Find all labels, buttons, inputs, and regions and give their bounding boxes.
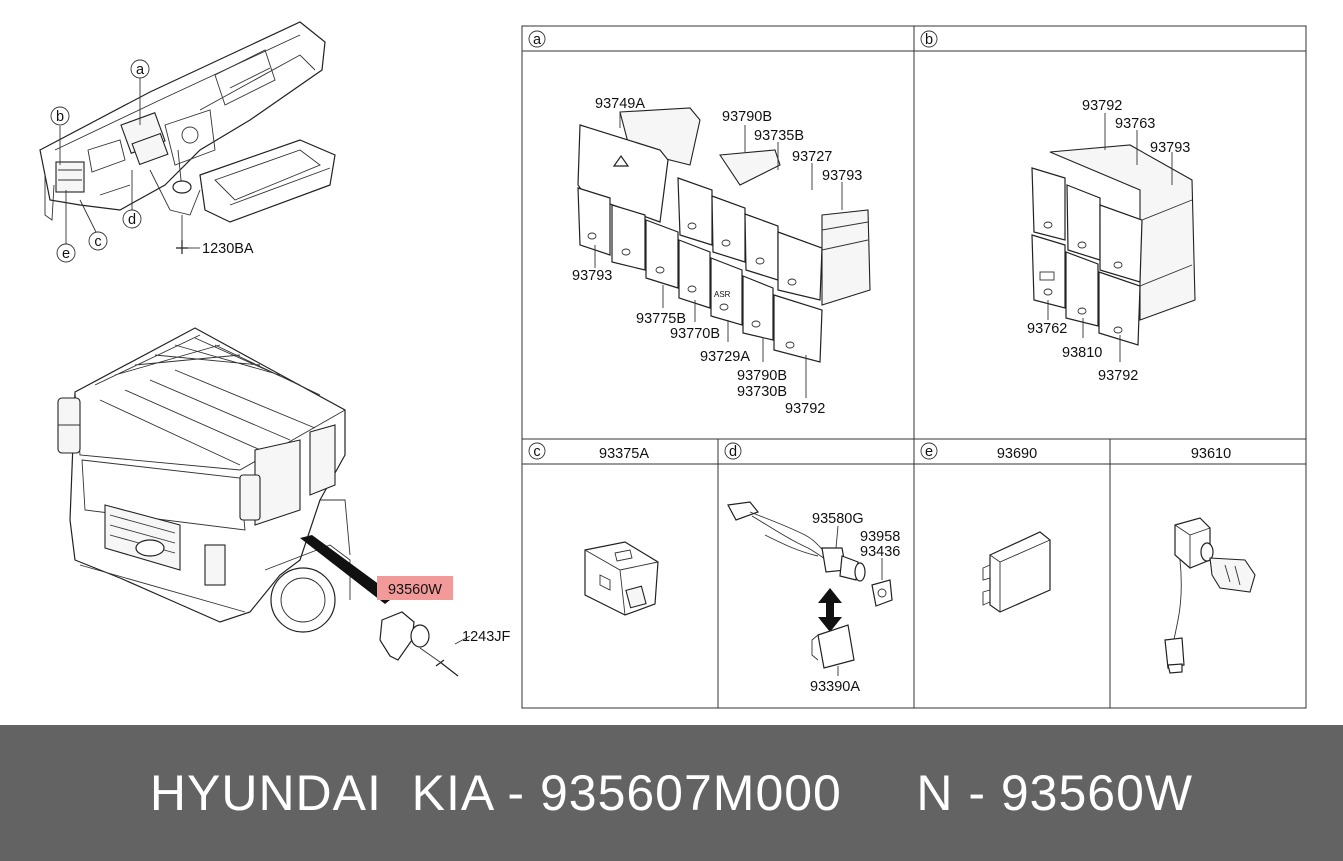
part-number-banner: HYUNDAI KIA - 935607M000 N - 93560W [0,725,1343,861]
callout-d: d [128,212,136,228]
label-93790B-bottom: 93790B [737,368,787,384]
panel-grid [521,25,1307,709]
dashboard-illustration [39,21,336,223]
truck-cab-illustration [57,327,351,633]
label-93770B: 93770B [670,326,720,342]
bolt-dash-label: 1230BA [202,241,254,257]
label-93436: 93436 [860,544,900,560]
panel-e-title: 93690 [997,446,1037,462]
label-93729A: 93729A [700,349,750,365]
part-1243JF-label: 1243JF [462,629,511,645]
cigar-lighter-93580G-drawing [727,501,893,669]
label-93793-left: 93793 [572,268,612,284]
panel-f: 93610 [1164,446,1256,674]
callout-a-circle [130,59,150,79]
panel-c-title: 93375A [599,446,649,462]
dashboard-callouts: a b c d e 1230BA [50,59,254,263]
switch-93610-drawing [1164,517,1256,674]
label-93790B-top: 93790B [722,109,772,125]
panel-a: a ASR 93749A [528,30,871,417]
label-93793-right: 93793 [822,168,862,184]
label-93727: 93727 [792,149,832,165]
callout-b: b [56,109,64,125]
label-93580G: 93580G [812,511,864,527]
label-93810: 93810 [1062,345,1102,361]
part-number-text: HYUNDAI KIA - 935607M000 N - 93560W [149,765,1194,821]
panel-e-letter: e [925,444,933,460]
callout-d-circle [122,209,142,229]
panel-e: e 93690 [920,442,1051,613]
callout-e-circle [56,243,76,263]
socket-93375A-drawing [584,541,659,616]
panel-a-letter: a [533,32,542,48]
panel-a-switch-cluster: ASR [577,107,871,363]
callout-a: a [136,62,145,78]
mirror-switch-93560W-drawing [379,611,459,677]
label-93735B: 93735B [754,128,804,144]
part-93560W-label: 93560W [388,582,442,598]
label-93792-a: 93792 [785,401,825,417]
panel-f-title: 93610 [1191,446,1231,462]
panel-d-letter: d [729,444,737,460]
panel-d: d 93580G 93958 93436 93390A [724,442,900,695]
panel-b-switch-cluster [1031,144,1196,346]
label-93730B: 93730B [737,384,787,400]
label-93792-b-top: 93792 [1082,98,1122,114]
label-93390A: 93390A [810,679,860,695]
callout-c: c [94,234,101,250]
parts-diagram: a b c d e 1230BA [39,21,1307,709]
label-93792-b-bottom: 93792 [1098,368,1138,384]
blank-cover-93690-drawing [982,531,1051,613]
asr-switch-icon: ASR [714,290,731,299]
panel-c-letter: c [533,444,540,460]
panel-b-letter: b [925,32,933,48]
callout-c-circle [88,231,108,251]
callout-b-circle [50,106,70,126]
panel-c: c 93375A [528,442,659,616]
pointer-to-93560W [300,535,395,604]
label-93793-b: 93793 [1150,140,1190,156]
callout-e: e [62,246,70,262]
label-93763: 93763 [1115,116,1155,132]
label-93775B: 93775B [636,311,686,327]
part-93560W-highlight [377,576,453,600]
label-93958: 93958 [860,529,900,545]
panel-b: b 93792 93763 93793 93762 93810 93792 [920,30,1196,384]
label-93762: 93762 [1027,321,1067,337]
label-93749A: 93749A [595,96,645,112]
